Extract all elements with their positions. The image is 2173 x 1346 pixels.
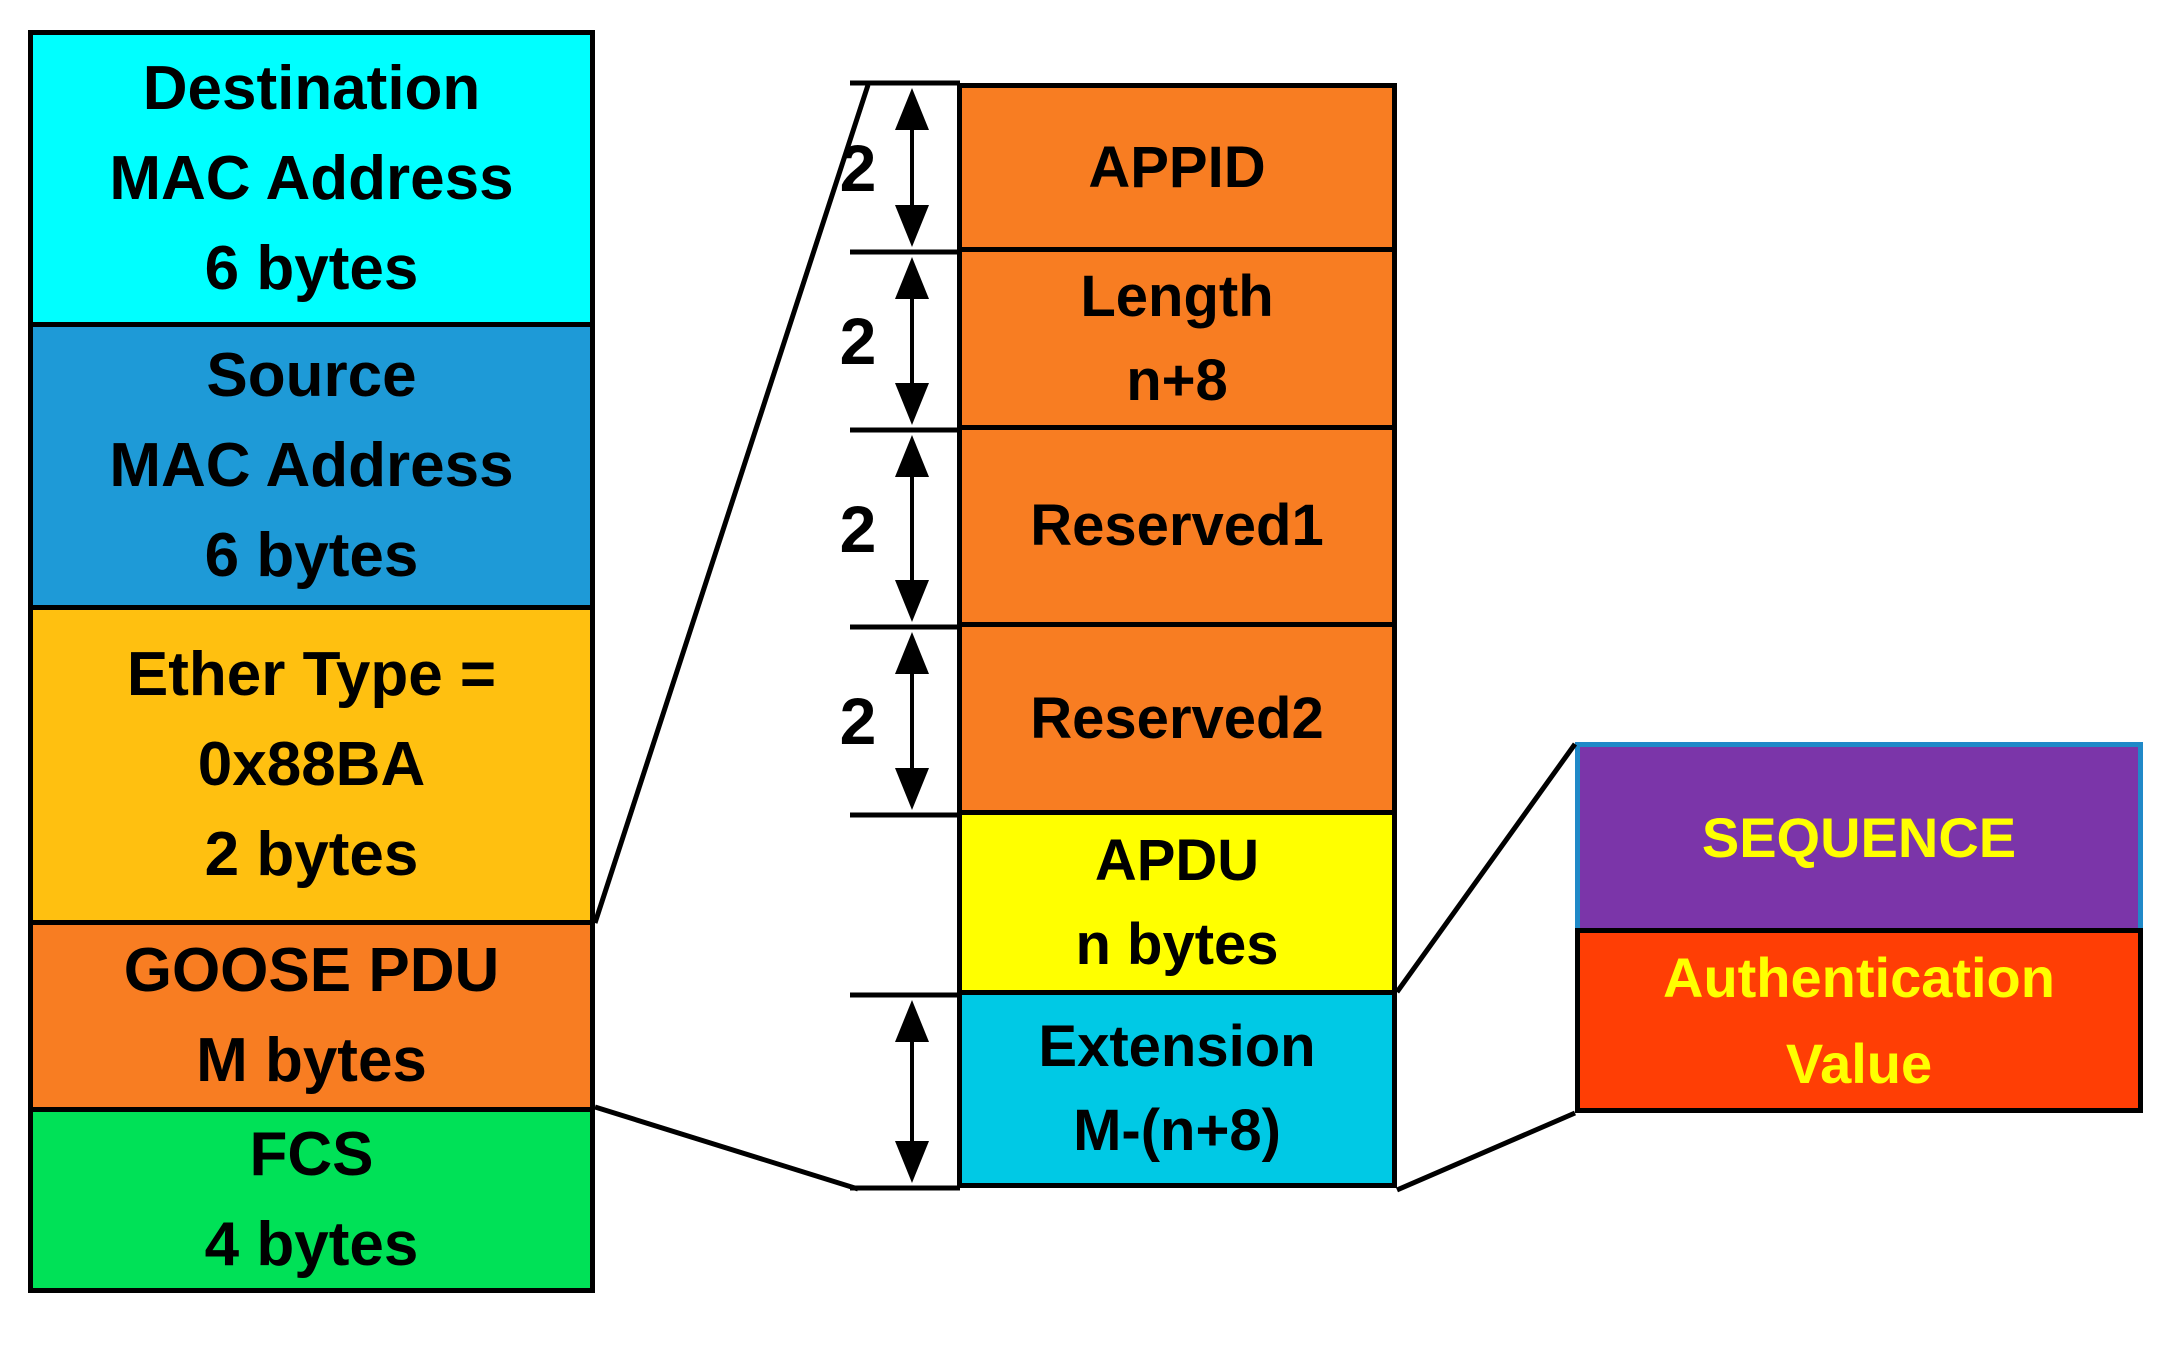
block-fcs: FCS 4 bytes [28, 1112, 595, 1293]
byte-size-label: 2 [839, 304, 877, 378]
arrow-up-head-icon [895, 435, 929, 477]
block-appid: APPID [957, 83, 1397, 252]
block-length: Length n+8 [957, 252, 1397, 430]
block-reserved1-label-0: Reserved1 [1030, 493, 1324, 558]
block-source-mac-address-label-0: Source [206, 341, 417, 410]
block-ether-type-label-2: 2 bytes [204, 820, 419, 889]
block-authentication-value-label-0: Authentication [1663, 945, 2055, 1009]
block-goose-pdu-label-1: M bytes [196, 1026, 427, 1095]
block-sequence: SEQUENCE [1575, 742, 2143, 928]
block-extension-label-1: M-(n+8) [1073, 1098, 1281, 1163]
arrow-up-head-icon [895, 88, 929, 130]
connector-line-extension-top-link [1394, 742, 1578, 994]
block-appid-label-0: APPID [1088, 134, 1266, 200]
block-apdu: APDU n bytes [957, 815, 1397, 995]
arrow-up-head-icon [895, 1000, 929, 1042]
byte-size-label: 2 [839, 491, 877, 566]
block-sequence-label-0: SEQUENCE [1701, 805, 2017, 869]
block-destination-mac-address-label-1: MAC Address [109, 143, 514, 213]
block-destination-mac-address-label-2: 6 bytes [204, 233, 419, 303]
block-length-label-1: n+8 [1126, 347, 1228, 413]
arrow-up-head-icon [895, 632, 929, 674]
arrow-down-head-icon [895, 580, 929, 622]
arrow-down-head-icon [895, 205, 929, 247]
connector-line-extension-bottom-link [1396, 1110, 1576, 1193]
block-fcs-label-1: 4 bytes [204, 1210, 419, 1279]
block-ether-type: Ether Type = 0x88BA 2 bytes [28, 610, 595, 925]
arrow-up-head-icon [895, 257, 929, 299]
block-goose-pdu-label-0: GOOSE PDU [123, 936, 500, 1005]
arrow-down-head-icon [895, 383, 929, 425]
block-extension-label-0: Extension [1038, 1014, 1316, 1079]
block-reserved2-label-0: Reserved2 [1030, 685, 1324, 751]
block-reserved1: Reserved1 [957, 430, 1397, 627]
block-reserved2: Reserved2 [957, 627, 1397, 815]
block-source-mac-address-label-1: MAC Address [109, 431, 514, 500]
byte-size-label: 2 [839, 684, 877, 758]
block-ether-type-label-0: Ether Type = [126, 640, 497, 709]
block-length-label-0: Length [1080, 263, 1274, 329]
block-apdu-label-0: APDU [1094, 827, 1260, 893]
block-ether-type-label-1: 0x88BA [197, 730, 426, 799]
arrow-down-head-icon [895, 768, 929, 810]
block-source-mac-address-label-2: 6 bytes [204, 521, 419, 590]
block-authentication-value-label-1: Value [1785, 1031, 1933, 1095]
block-destination-mac-address-label-0: Destination [142, 53, 481, 123]
block-fcs-label-0: FCS [249, 1120, 374, 1189]
byte-size-label: 2 [839, 130, 877, 205]
block-apdu-label-1: n bytes [1075, 911, 1279, 977]
arrow-down-head-icon [895, 1141, 929, 1183]
block-goose-pdu: GOOSE PDU M bytes [28, 925, 595, 1112]
connector-line-goose-bottom-link [594, 1104, 859, 1192]
